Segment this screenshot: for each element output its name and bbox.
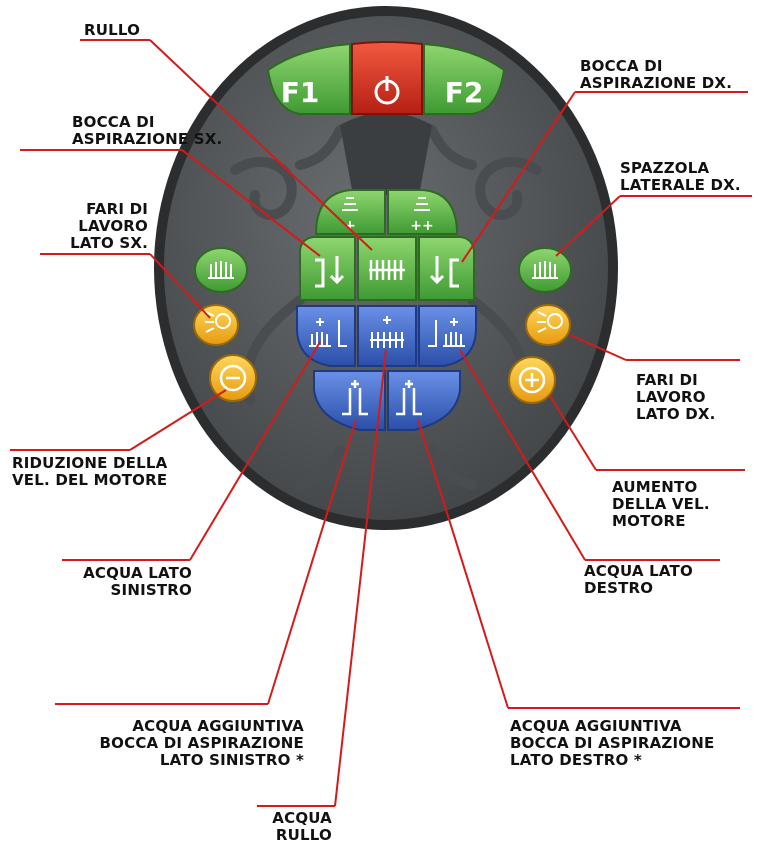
water-roller-button[interactable] bbox=[357, 305, 417, 367]
label-bocca-dx: BOCCA DI ASPIRAZIONE DX. bbox=[580, 57, 733, 92]
additional-water-left-icon bbox=[342, 380, 368, 416]
leader-agg-sx-diag bbox=[267, 419, 357, 705]
leader-lines bbox=[10, 39, 752, 807]
label-riduzione: RIDUZIONE DELLA VEL. DEL MOTORE bbox=[12, 454, 168, 489]
additional-water-row bbox=[313, 370, 461, 431]
leader-acqua-sx-diag bbox=[189, 341, 321, 561]
roller-speed-plusplus-icon: ++ bbox=[410, 197, 434, 234]
water-left-icon bbox=[309, 318, 347, 347]
leader-acqua-rullo-diag bbox=[334, 349, 387, 807]
label-acqua-sx: ACQUA LATO SINISTRO bbox=[83, 564, 192, 599]
suction-mouth-left-icon bbox=[315, 256, 345, 288]
engine-speed-down-button[interactable] bbox=[209, 354, 257, 402]
roller-icon bbox=[369, 260, 405, 280]
water-right-icon bbox=[428, 318, 465, 347]
work-light-left-icon bbox=[205, 311, 231, 333]
water-function-row bbox=[296, 305, 477, 367]
power-icon bbox=[374, 76, 400, 105]
leader-aumento-diag bbox=[549, 395, 597, 471]
leader-bocca-sx-diag bbox=[181, 149, 321, 257]
label-fari-dx: FARI DI LAVORO LATO DX. bbox=[636, 371, 716, 423]
top-buttons: F1 F2 bbox=[266, 41, 506, 115]
leader-rullo-diag bbox=[149, 39, 373, 251]
f1-label: F1 bbox=[281, 76, 320, 109]
svg-text:+: + bbox=[344, 218, 356, 234]
leader-acqua-dx-diag bbox=[459, 349, 586, 561]
power-button[interactable] bbox=[351, 41, 423, 115]
side-brush-right-button[interactable] bbox=[518, 247, 572, 293]
water-roller-icon bbox=[370, 316, 404, 348]
f2-label: F2 bbox=[445, 76, 484, 109]
minus-icon bbox=[219, 364, 247, 392]
green-function-row bbox=[299, 236, 475, 301]
label-acqua-rullo: ACQUA RULLO bbox=[272, 809, 332, 844]
leader-spazzola-diag bbox=[555, 195, 621, 257]
label-spazzola-dx: SPAZZOLA LATERALE DX. bbox=[620, 159, 741, 194]
engine-speed-up-button[interactable] bbox=[508, 356, 556, 404]
leader-riduzione-diag bbox=[129, 389, 227, 451]
roller-button[interactable] bbox=[357, 236, 417, 301]
work-lights-right-button[interactable] bbox=[525, 304, 571, 346]
roller-speed-plus-button[interactable]: + bbox=[315, 189, 386, 235]
roller-speed-plusplus-button[interactable]: ++ bbox=[387, 189, 458, 235]
roller-speed-plus-icon: + bbox=[342, 197, 358, 234]
leader-fari-sx-diag bbox=[149, 253, 211, 319]
suction-mouth-left-button[interactable] bbox=[299, 236, 356, 301]
label-acqua-agg-dx: ACQUA AGGIUNTIVA BOCCA DI ASPIRAZIONE LA… bbox=[510, 717, 715, 769]
additional-water-right-icon bbox=[396, 380, 422, 416]
work-light-right-icon bbox=[537, 311, 563, 333]
additional-water-left-button[interactable] bbox=[313, 370, 386, 431]
svg-text:++: ++ bbox=[410, 218, 433, 234]
label-rullo: RULLO bbox=[84, 21, 141, 39]
water-right-button[interactable] bbox=[418, 305, 477, 367]
roller-speed-buttons: + ++ bbox=[315, 189, 458, 235]
leader-agg-dx-diag bbox=[417, 419, 509, 709]
side-brush-right-icon bbox=[532, 261, 558, 279]
leader-bocca-dx-diag bbox=[461, 91, 576, 263]
f1-button[interactable]: F1 bbox=[266, 42, 351, 115]
label-acqua-dx: ACQUA LATO DESTRO bbox=[584, 562, 693, 597]
leader-fari-dx-diag bbox=[569, 334, 627, 361]
f2-button[interactable]: F2 bbox=[423, 42, 506, 115]
label-aumento: AUMENTO DELLA VEL. MOTORE bbox=[612, 478, 710, 530]
label-acqua-agg-sx: ACQUA AGGIUNTIVA BOCCA DI ASPIRAZIONE LA… bbox=[99, 717, 304, 769]
work-lights-left-button[interactable] bbox=[193, 304, 239, 346]
suction-mouth-right-button[interactable] bbox=[418, 236, 475, 301]
side-brush-left-button[interactable] bbox=[194, 247, 248, 293]
plus-icon bbox=[518, 366, 546, 394]
additional-water-right-button[interactable] bbox=[387, 370, 461, 431]
label-bocca-sx: BOCCA DI ASPIRAZIONE SX. bbox=[72, 113, 223, 148]
suction-mouth-right-icon bbox=[429, 256, 459, 288]
side-brush-left-icon bbox=[208, 261, 234, 279]
label-fari-sx: FARI DI LAVORO LATO SX. bbox=[70, 200, 148, 252]
